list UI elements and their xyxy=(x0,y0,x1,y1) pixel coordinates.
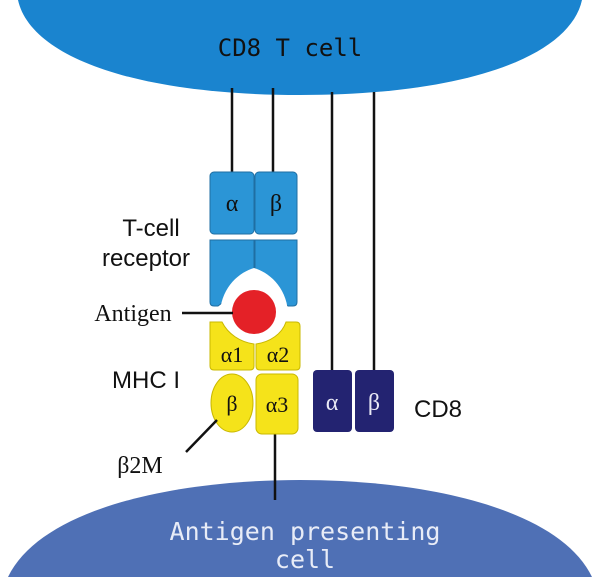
mhc-alpha1-label: α1 xyxy=(221,342,244,367)
mhc-alpha1-domain xyxy=(209,321,255,371)
antigen-label: Antigen xyxy=(94,301,171,327)
cd8-label: CD8 xyxy=(414,396,462,423)
cd8-coreceptor: α β xyxy=(313,370,394,432)
antigen xyxy=(232,290,276,334)
b2m-domain-label: β xyxy=(226,391,237,416)
tcr-label-line2: receptor xyxy=(102,245,190,272)
tcr-alpha-label: α xyxy=(226,191,239,217)
tcr-beta-domain xyxy=(254,171,298,235)
mhc-alpha3-domain xyxy=(255,373,299,435)
tcr-beta-label: β xyxy=(270,191,282,217)
mhc-alpha3-label: α3 xyxy=(266,392,289,417)
cd8-beta-label: β xyxy=(368,390,380,416)
cd8-alpha-label: α xyxy=(326,390,339,416)
tcr-alpha-domain xyxy=(209,171,255,235)
cd8-beta-domain xyxy=(355,370,394,432)
apc-label-line2: cell xyxy=(275,545,335,574)
cd8-t-cell xyxy=(18,0,582,95)
mhc-class-i: α1 α2 α3 β xyxy=(209,321,301,435)
b2m-domain xyxy=(210,373,254,433)
b2m-pointer xyxy=(185,419,218,453)
mhc-alpha2-label: α2 xyxy=(267,342,290,367)
apc-label-line1: Antigen presenting xyxy=(170,517,441,546)
tcr-label-line1: T-cell xyxy=(122,215,179,242)
antigen-presenting-cell xyxy=(8,480,592,577)
mhc-label: MHC I xyxy=(112,367,180,394)
t-cell-label: CD8 T cell xyxy=(218,34,363,62)
mhc-alpha2-domain xyxy=(255,321,301,371)
cd8-alpha-domain xyxy=(313,370,352,432)
b2m-label: β2M xyxy=(117,453,163,479)
